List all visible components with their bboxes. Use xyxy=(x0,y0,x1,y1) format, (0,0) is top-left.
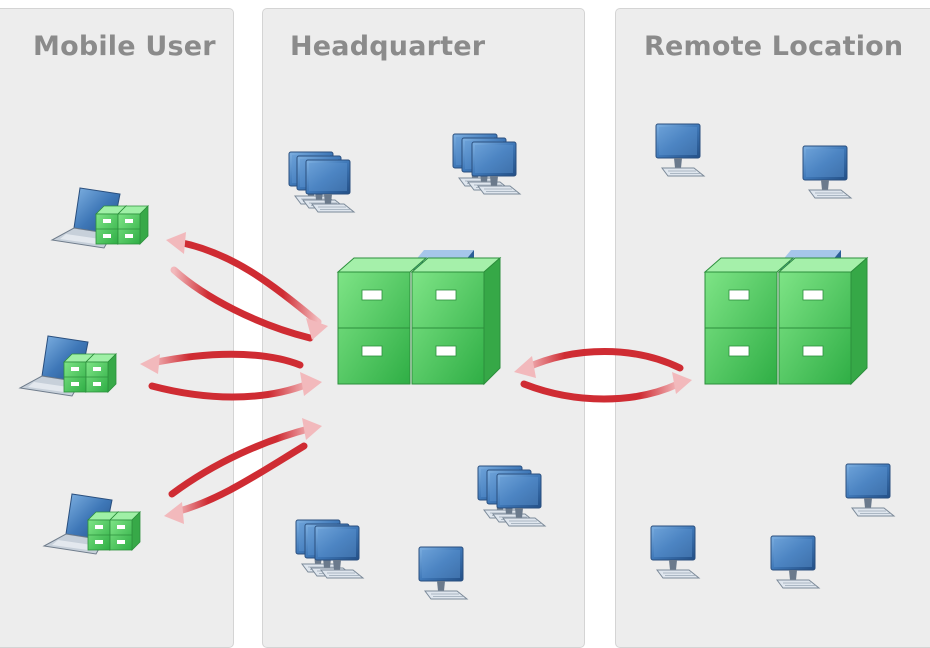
sync-arrow-icon xyxy=(140,350,322,401)
laptop-with-file-cabinet-icon xyxy=(52,188,148,248)
desktop-computer-icon xyxy=(295,519,364,579)
panel-title: Headquarter xyxy=(290,31,486,62)
panel-title: Remote Location xyxy=(644,31,904,62)
desktop-computer-icon xyxy=(655,123,705,177)
desktop-computer-icon xyxy=(418,546,468,600)
file-server-icon xyxy=(704,249,868,385)
desktop-computer-icon xyxy=(288,151,355,213)
file-server-icon xyxy=(337,249,501,385)
laptop-with-file-cabinet-icon xyxy=(44,494,140,554)
sync-arrow-icon xyxy=(166,232,328,342)
sync-arrow-icon xyxy=(514,348,692,403)
sync-arrow-icon xyxy=(164,418,322,524)
panel-title: Mobile User xyxy=(33,31,216,62)
desktop-computer-icon xyxy=(802,145,852,199)
desktop-computer-icon xyxy=(770,535,820,589)
desktop-computer-icon xyxy=(452,133,521,195)
laptop-with-file-cabinet-icon xyxy=(20,336,116,396)
desktop-computer-icon xyxy=(477,465,546,527)
desktop-computer-icon xyxy=(845,463,895,517)
desktop-computer-icon xyxy=(650,525,700,579)
